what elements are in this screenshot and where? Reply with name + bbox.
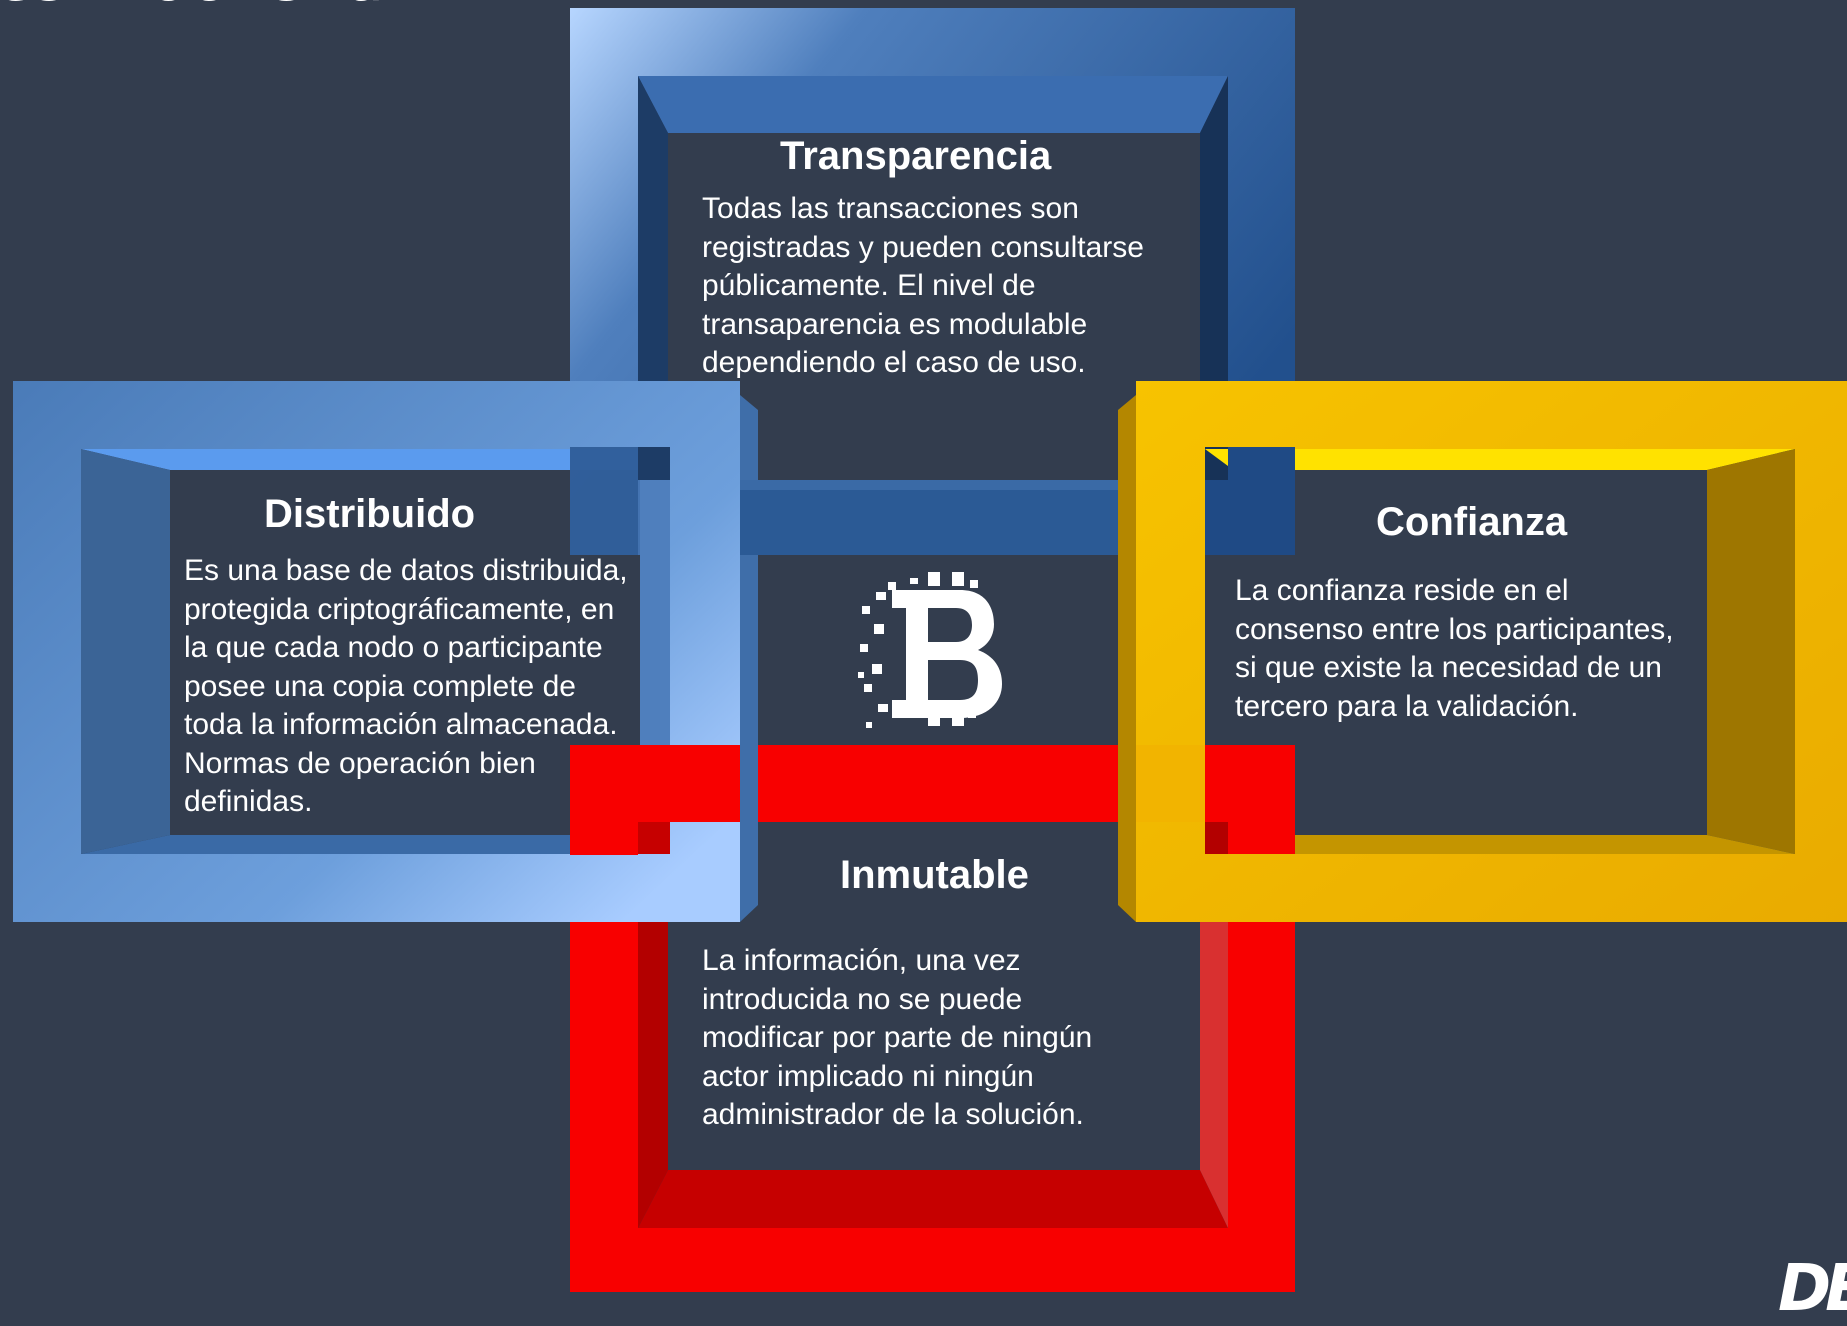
text-line: Todas las transacciones son	[702, 192, 1079, 225]
bitcoin-icon	[858, 572, 1002, 728]
text-line: La confianza reside en el	[1235, 574, 1569, 607]
frame-confianza	[1118, 381, 1847, 922]
text-line: dependiendo el caso de uso.	[702, 346, 1086, 379]
confianza-title: Confianza	[1376, 500, 1568, 544]
bevel-top	[638, 76, 1228, 133]
bevel-right	[1200, 76, 1228, 480]
bevel-left	[638, 822, 668, 1228]
bevel-left	[638, 76, 668, 480]
slide-title-fragment: es BlockChain?	[0, 0, 477, 16]
text-line: administrador de la solución.	[702, 1098, 1084, 1131]
text-line: tercero para la validación.	[1235, 689, 1579, 723]
text-line: públicamente. El nivel de	[702, 269, 1036, 302]
text-line: si que existe la necesidad de un	[1235, 651, 1662, 684]
distribuido-title: Distribuido	[264, 492, 476, 536]
text-line: toda la información almacenada.	[184, 708, 618, 741]
text-line: definidas.	[184, 785, 313, 818]
inmutable-title: Inmutable	[840, 853, 1029, 897]
frame-inmutable	[570, 745, 1295, 1292]
text-line: la que cada nodo o participante	[184, 631, 603, 664]
text-line: introducida no se puede	[702, 982, 1023, 1016]
text-line: Normas de operación bien	[184, 746, 536, 780]
text-line: protegida criptográficamente, en	[184, 592, 615, 626]
inmutable-text: La información, una vez introducida no s…	[702, 942, 1092, 1135]
bevel-right	[1200, 822, 1228, 1228]
confianza-text: La confianza reside en el consenso entre…	[1235, 572, 1674, 726]
chain-frames	[13, 8, 1847, 1292]
text-line: posee una copia complete de	[184, 669, 576, 703]
distribuido-text: Es una base de datos distribuida, proteg…	[184, 552, 628, 822]
transparencia-text: Todas las transacciones son registradas …	[702, 190, 1144, 383]
text-line: transaparencia es modulable	[702, 307, 1088, 341]
transparencia-title: Transparencia	[780, 134, 1052, 178]
text-line: registradas y pueden consultarse	[702, 230, 1144, 264]
brand-logo-fragment: DE	[1778, 1252, 1847, 1326]
text-line: actor implicado ni ningún	[702, 1059, 1034, 1093]
text-line: consenso entre los participantes,	[1235, 612, 1674, 646]
text-line: Es una base de datos distribuida,	[184, 554, 628, 587]
bevel-bottom	[638, 1170, 1228, 1228]
text-line: La información, una vez	[702, 944, 1021, 977]
text-line: modificar por parte de ningún	[702, 1021, 1093, 1054]
